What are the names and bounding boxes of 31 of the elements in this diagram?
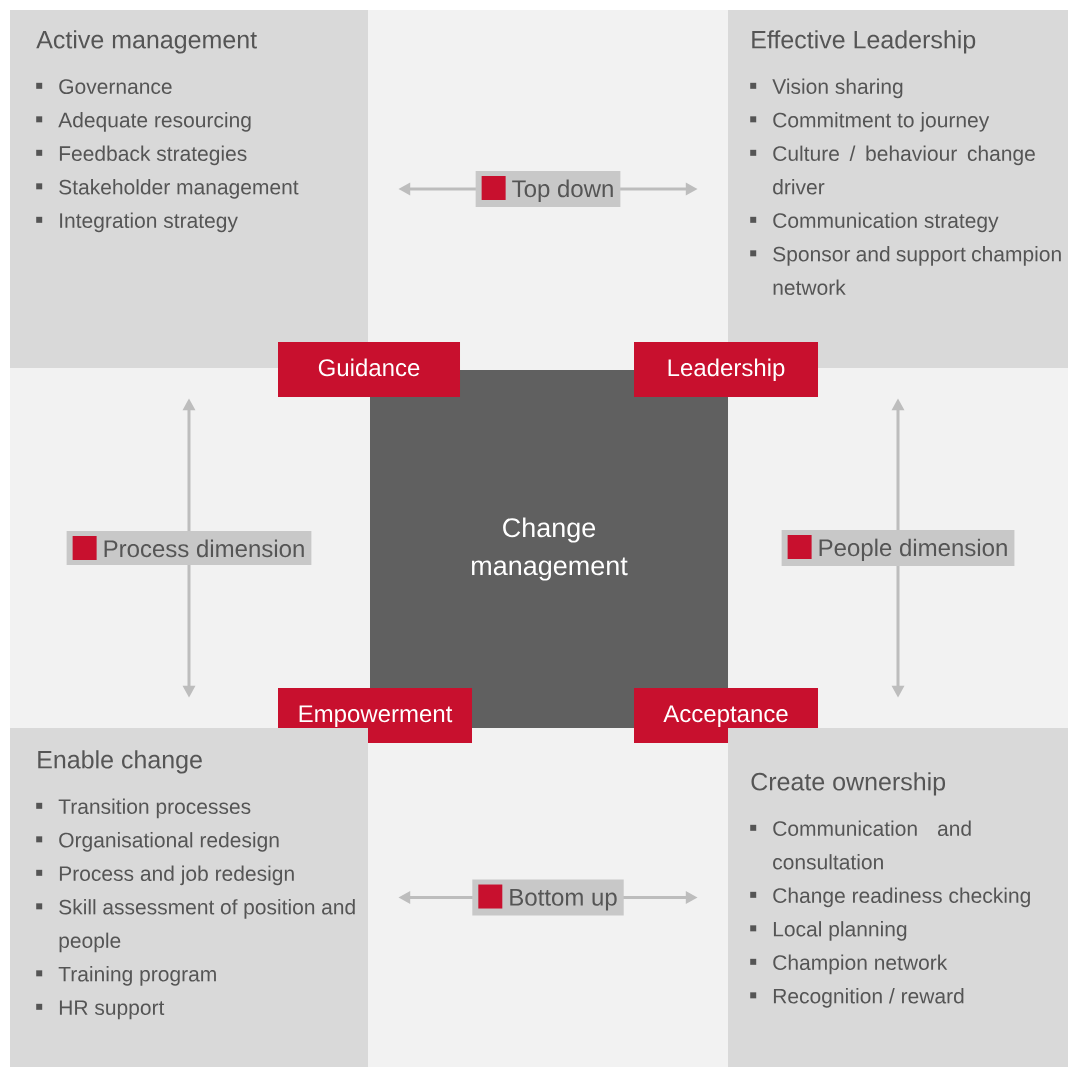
bullet-item: Sponsor and support champion network — [773, 246, 1061, 295]
heading: Enable change — [38, 750, 202, 774]
tab-label: Guidance — [278, 342, 460, 397]
bullet-item: Commitment to journey — [773, 112, 990, 132]
bullet-item: Communication strategy — [773, 212, 999, 233]
bullet-item: Integration strategy — [60, 212, 238, 233]
heading: Active management — [36, 30, 257, 54]
bullet-item: Change readiness checking — [773, 887, 1030, 908]
bullet-item: HR support — [59, 1000, 165, 1020]
edge-label: Bottom up — [478, 884, 617, 911]
bullet-item: Local planning — [773, 921, 907, 941]
bullet-item: Governance — [59, 79, 172, 94]
bullet-item: Adequate resourcing — [58, 112, 251, 132]
edge-label: Top down — [481, 176, 613, 202]
bullet-item: Organisational redesign — [59, 832, 279, 852]
bullet-item: Champion network — [773, 954, 948, 975]
bullet-item: Training program — [58, 966, 216, 986]
bullet-item: Feedback strategies — [59, 145, 247, 166]
bullet-item: Transition processes — [58, 798, 251, 819]
bullet-item: Communication and consultation — [773, 820, 971, 870]
heading: Effective Leadership — [752, 30, 976, 54]
heading: Create ownership — [751, 772, 946, 796]
edge-label: People dimension — [787, 535, 1007, 561]
bullet-item: Vision sharing — [772, 78, 903, 99]
bullet-item: Skill assessment of position and people — [59, 899, 355, 953]
edge-label: Process dimension — [72, 536, 304, 560]
bullet-item: Stakeholder management — [59, 179, 299, 199]
bullet-item: Recognition / reward — [773, 988, 964, 1008]
bullet-item: Culture / behaviour change driver — [773, 145, 1035, 195]
bullet-item: Process and job redesign — [59, 865, 294, 886]
tab-label: Leadership — [634, 342, 818, 397]
